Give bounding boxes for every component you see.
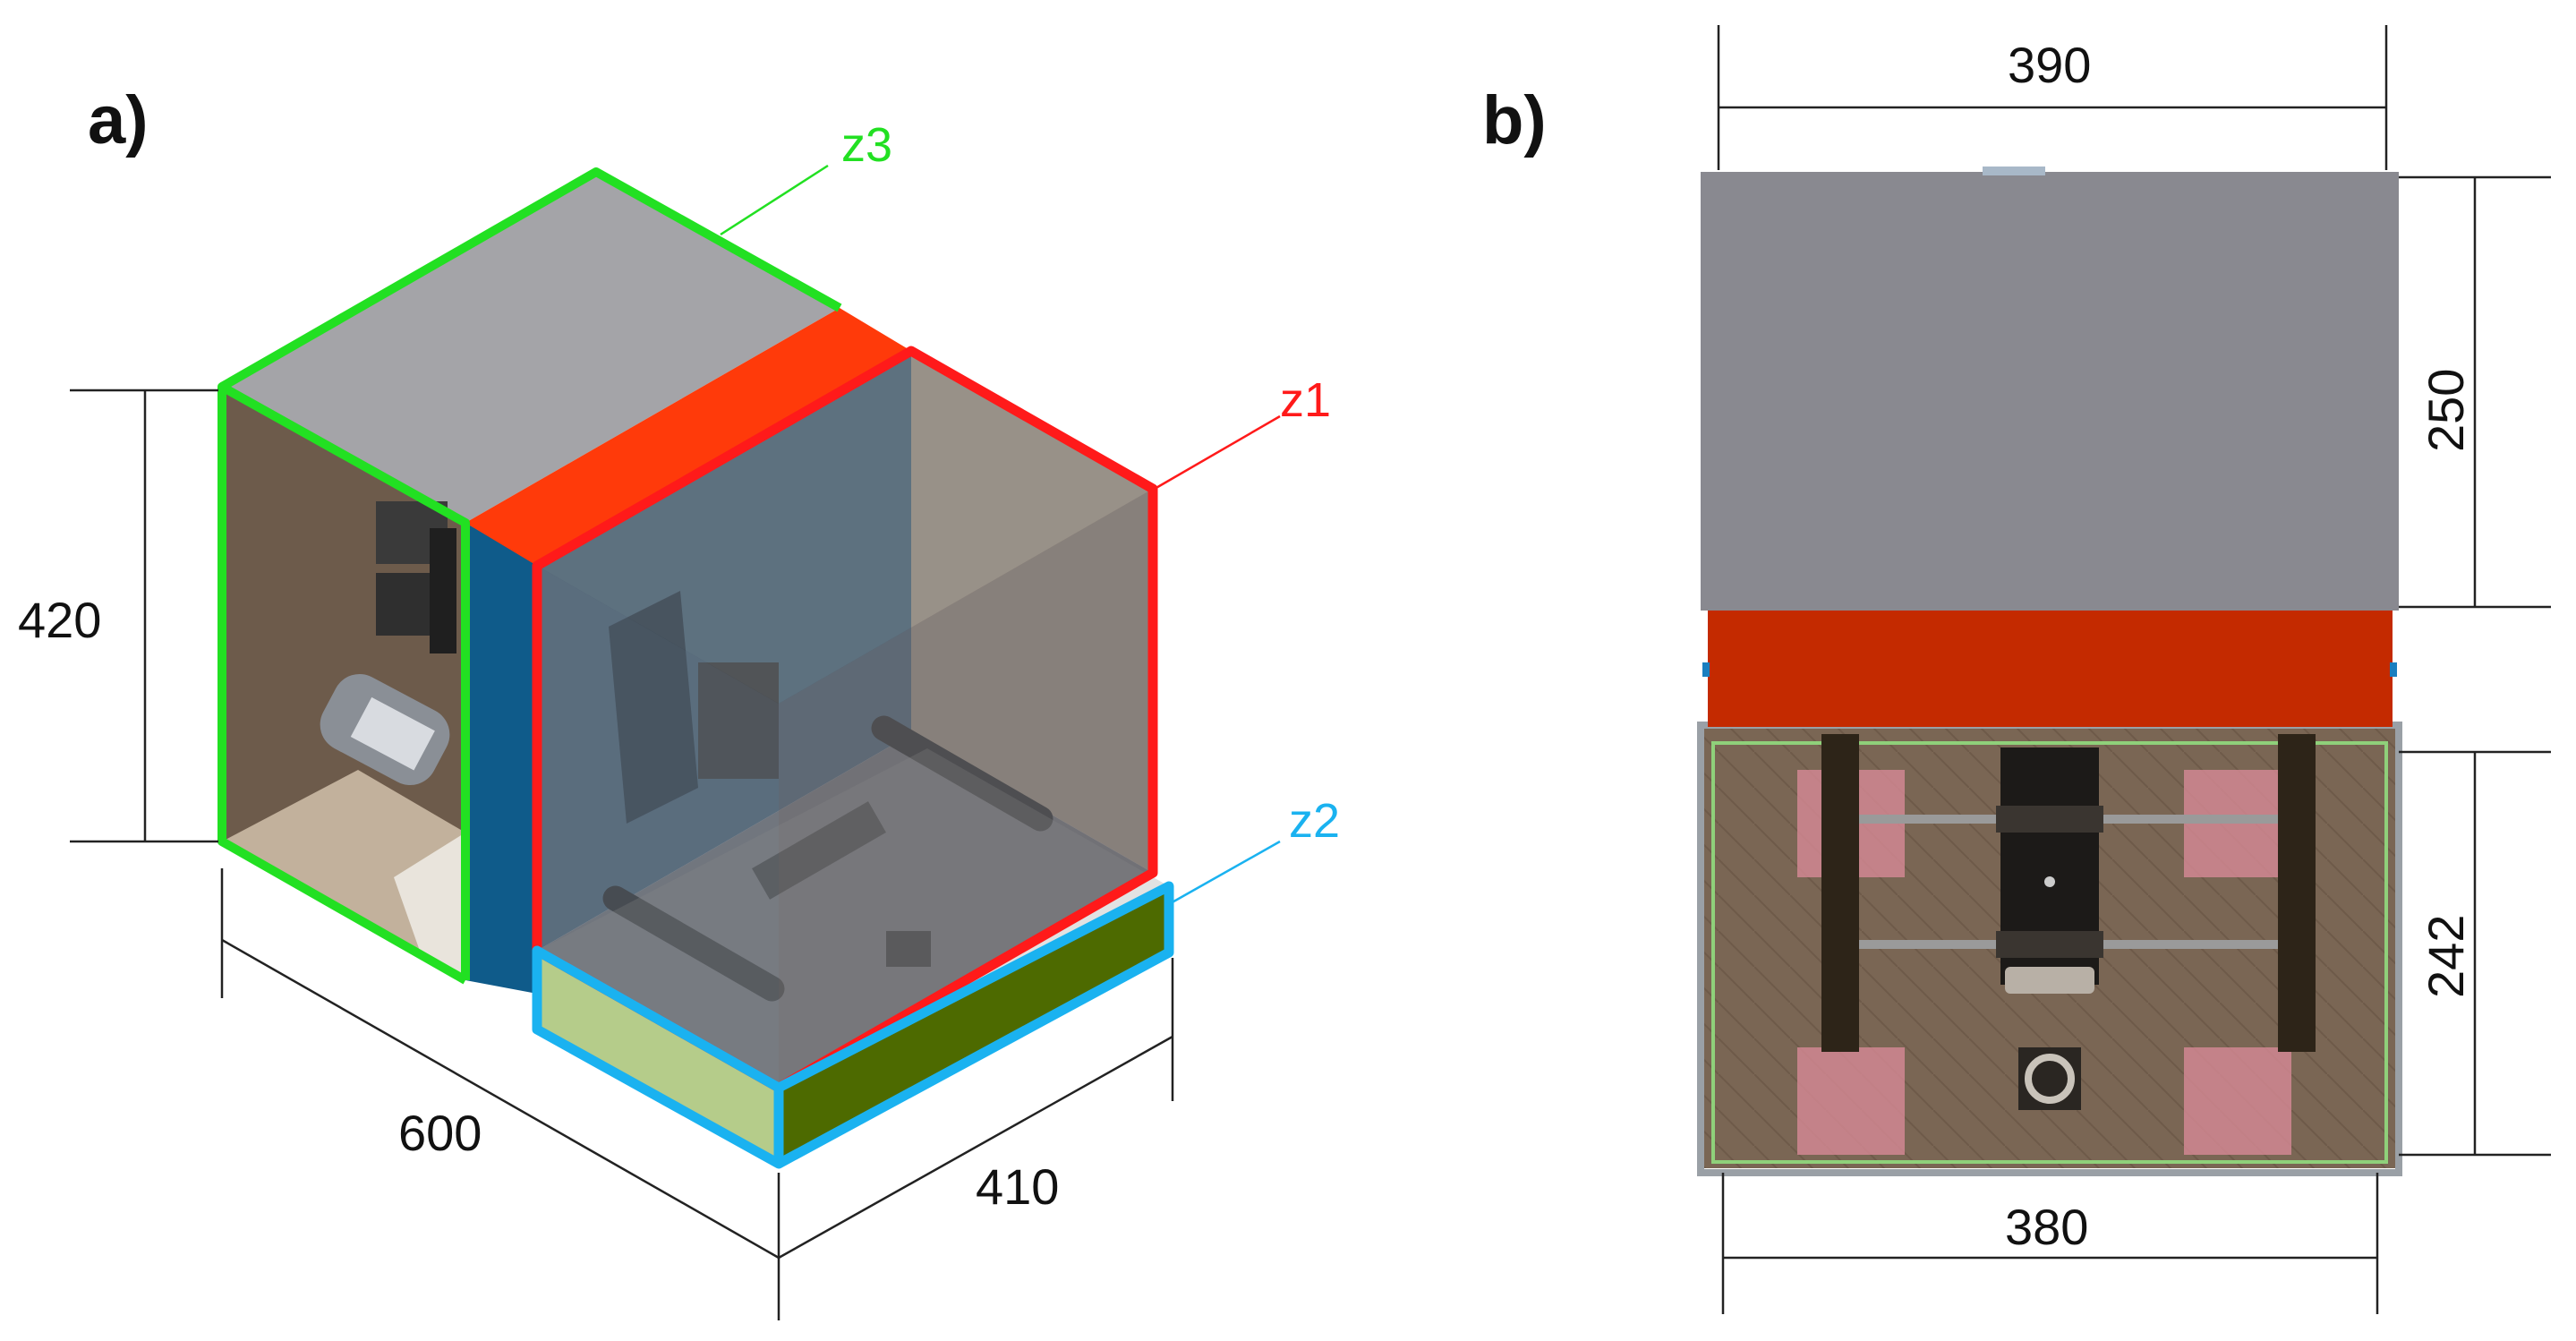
panel-a: a)	[18, 82, 1340, 1320]
dim-height-label: 420	[18, 592, 101, 648]
dim-upper-depth-label: 250	[2418, 369, 2474, 452]
z2-right-face	[779, 886, 1169, 1164]
fan-icon	[2025, 1054, 2075, 1104]
z1-leader-line	[1154, 414, 1281, 491]
mount-pad	[2184, 1047, 2291, 1155]
z3-top-face	[222, 172, 840, 523]
side-rail-left	[1821, 734, 1859, 1052]
red-top-bar	[465, 308, 911, 566]
panel-b: b) 390	[1482, 25, 2551, 1314]
power-supply-label	[350, 696, 435, 771]
z2-top-face	[537, 748, 1169, 1088]
divider-wall	[465, 523, 537, 994]
z2-label: z2	[1289, 794, 1340, 848]
side-rail-right	[2278, 734, 2316, 1052]
zone-z3-compartment	[222, 172, 840, 980]
printer-carriage	[609, 591, 698, 824]
z2-front-face	[537, 951, 779, 1164]
panel-b-label: b)	[1482, 82, 1547, 158]
zone-z2-bottom	[537, 748, 1169, 1164]
panel-a-label: a)	[88, 82, 149, 158]
z3-inner-panel	[394, 833, 465, 980]
dim-length-line	[221, 938, 780, 1260]
zone-z1-chamber	[537, 351, 1153, 1088]
bar-clip-left	[1702, 662, 1710, 677]
nozzle-point	[2044, 876, 2055, 887]
z1-front-face	[537, 566, 779, 1088]
top-view-z2-outline	[1711, 741, 2388, 1164]
top-view-handle	[1983, 167, 2045, 175]
dim-length-label: 600	[398, 1105, 482, 1161]
z3-floor	[222, 770, 465, 980]
extruder-head	[698, 662, 779, 779]
top-view-z3-region	[1701, 172, 2399, 611]
carriage-block	[1996, 931, 2103, 958]
z1-right-face	[779, 489, 1153, 1088]
z2-leader-line	[1168, 840, 1281, 906]
z1-label: z1	[1280, 373, 1331, 427]
dim-lower-depth-label: 242	[2418, 915, 2474, 998]
z3-outline-top	[219, 167, 842, 391]
z1-front-glass	[537, 351, 1153, 704]
dim-width-label: 410	[976, 1158, 1059, 1215]
z3-leader-line	[720, 164, 829, 236]
mount-pad	[1797, 1047, 1905, 1155]
guide-rod	[602, 885, 785, 1002]
relay-component	[430, 528, 456, 653]
carriage-base	[2005, 967, 2094, 994]
bar-clip-right	[2390, 662, 2397, 677]
carriage-block	[1996, 806, 2103, 833]
red-divider-bar	[1708, 611, 2393, 727]
dim-top-width-label: 390	[2008, 37, 2091, 93]
dim-width-line	[778, 1035, 1173, 1260]
z3-label: z3	[841, 118, 892, 172]
dim-bottom-width-label: 380	[2005, 1199, 2088, 1255]
